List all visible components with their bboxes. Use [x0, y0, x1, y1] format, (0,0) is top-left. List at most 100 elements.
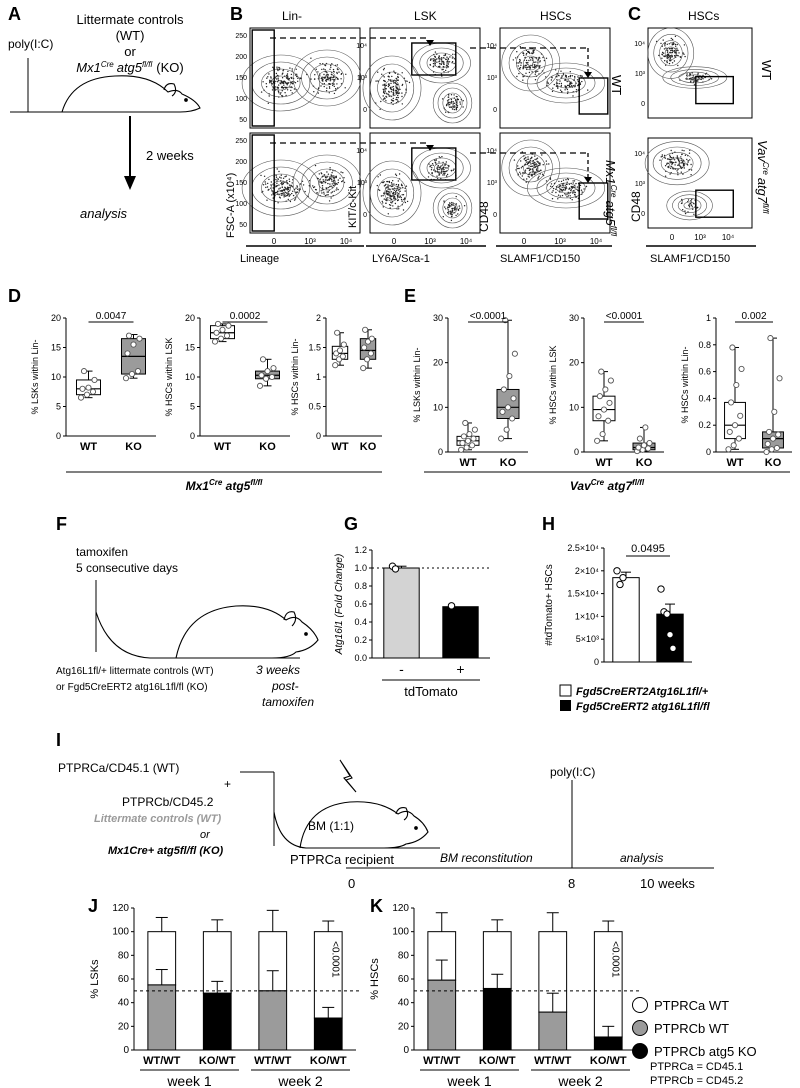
cohort-line-1: Littermate controls: [77, 12, 184, 27]
flow-b-1-0-event: [294, 198, 297, 200]
flow-b-1-1-event: [445, 175, 448, 177]
data-point: [776, 375, 783, 382]
flow-b-1-1-event: [402, 194, 405, 196]
flow-b-0-0-event: [323, 73, 325, 76]
category-label: WT: [459, 457, 476, 469]
flow-b-1-0-event: [332, 181, 334, 183]
flow-b-1-1-event: [398, 208, 400, 210]
flow-c-0-event: [674, 35, 677, 38]
flow-b-1-0-event: [328, 177, 331, 179]
flow-b-1-1-event: [399, 195, 402, 197]
flow-b-0-0-event: [324, 77, 327, 79]
data-point: [136, 335, 143, 342]
flow-b-1-1-event: [430, 164, 432, 167]
p-value: 0.0495: [631, 543, 665, 555]
flow-b-1-2-event: [549, 177, 551, 179]
irradiation-icon: [339, 759, 357, 793]
flow-b-1-0-event: [328, 178, 331, 180]
flow-b-0-0-event: [322, 80, 324, 82]
flow-b-1-0-contour: [241, 159, 320, 217]
flow-b-0-2-event: [531, 71, 533, 73]
flow-b-1-1-event: [403, 198, 405, 201]
flow-b-1-0-gate: [251, 134, 275, 232]
flow-b-0-1-event: [430, 58, 432, 60]
group-label: week 1: [166, 1073, 212, 1088]
flow-b-1-1-event: [393, 191, 395, 194]
flow-c-0-event: [676, 54, 678, 57]
data-point: [91, 376, 98, 384]
flow-b-1-1-event: [444, 163, 446, 166]
flow-b-1-1-event: [379, 174, 381, 176]
flow-b-1-2-event: [572, 180, 574, 182]
y-axis-label: % HSCs: [369, 958, 381, 1000]
flow-b-0-1-event: [393, 70, 395, 72]
flow-b-1-0-event: [330, 175, 333, 177]
flow-b-1-2-event: [524, 163, 527, 166]
legend-ptprcb-ko: PTPRCb atg5 KO: [654, 1044, 757, 1059]
flow-b-1-0-event: [332, 170, 334, 172]
flow-b-1-2-event: [572, 185, 574, 188]
data-point: [733, 381, 740, 389]
legend-note-2: PTPRCb = CD45.2: [650, 1075, 743, 1087]
flow-b-1-1-event: [446, 173, 449, 176]
b-y-tick-lsk: 10⁴: [356, 43, 367, 50]
flow-c-1-event: [688, 203, 691, 205]
y-tick-label: 2.5×10⁴: [567, 543, 599, 553]
flow-b-1-0-event: [275, 176, 278, 178]
flow-b-0-2-event: [555, 75, 557, 78]
f-time-3: tamoxifen: [262, 695, 314, 709]
data-point: [262, 375, 270, 382]
flow-b-0-0-event: [278, 84, 280, 86]
data-point: [256, 382, 264, 389]
flow-b-1-0-event: [265, 186, 267, 189]
flow-c-0-event: [670, 42, 672, 44]
y-tick-label: 1.5×10⁴: [567, 589, 599, 599]
flow-b-1-1-event: [454, 205, 456, 207]
flow-b-0-0-event: [327, 77, 329, 79]
bar-ptprcb: [593, 1036, 623, 1051]
flow-b-0-1-event: [383, 76, 385, 78]
y-tick-label: 5: [190, 402, 195, 412]
flow-b-0-2-event: [535, 71, 537, 73]
flow-b-1-1-event: [404, 197, 406, 199]
flow-b-1-1-event: [393, 195, 395, 197]
h-legend-ko-swatch: [560, 700, 571, 711]
flow-b-0-1-event: [440, 73, 443, 75]
flow-b-1-1-event: [389, 194, 391, 197]
flow-c-1-event: [667, 166, 669, 168]
flow-b-1-1-event: [451, 215, 453, 218]
flow-b-0-0-event: [345, 73, 347, 76]
flow-b-0-1-event: [394, 90, 397, 92]
flow-b-1-1-contour: [437, 192, 468, 224]
flow-b-1-1-event: [392, 188, 394, 190]
flow-b-1-2-event: [577, 189, 579, 192]
data-point: [219, 326, 226, 333]
flow-b-1-1-event: [388, 204, 391, 206]
flow-b-0-0-event: [281, 95, 284, 97]
p-value: <0.0001: [470, 311, 507, 322]
flow-b-0-1-event: [442, 61, 445, 63]
flow-c-1-event: [683, 150, 685, 152]
flow-c-1-event: [677, 158, 679, 160]
flow-b-1-1-event: [400, 183, 403, 185]
flow-b-0-0-event: [284, 81, 286, 83]
data-point: [464, 437, 472, 444]
flow-c-0-event: [693, 84, 696, 86]
data-point: [607, 377, 614, 384]
flow-b-0-2-event: [534, 79, 537, 81]
flow-b-0-1-event: [434, 58, 436, 61]
flow-b-0-0-event: [317, 71, 319, 73]
flow-b-0-1-event: [385, 96, 388, 98]
flow-c-1-contour: [652, 146, 702, 180]
category-label: +: [456, 661, 464, 677]
flow-b-1-0-event: [275, 178, 277, 181]
b-y-tick-hsc: 10⁴: [486, 148, 497, 155]
flow-b-1-1-event: [385, 199, 387, 201]
flow-b-0-1-event: [450, 100, 453, 103]
bar-0: [383, 567, 420, 659]
flow-b-1-0-event: [280, 177, 282, 179]
flow-b-0-2-event: [531, 57, 534, 59]
y-tick-label: 10: [51, 372, 61, 382]
flow-b-1-1-event: [402, 187, 404, 189]
